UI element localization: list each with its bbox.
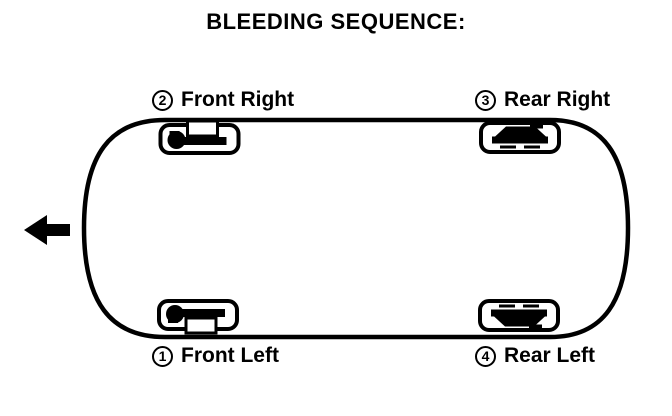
label-front-right: 2 Front Right (152, 88, 294, 112)
label-rear-right: 3 Rear Right (475, 88, 610, 112)
label-front-left: 1 Front Left (152, 344, 279, 368)
page-title: BLEEDING SEQUENCE: (206, 9, 466, 34)
rear-left-bleeder-icon (478, 299, 560, 332)
sequence-number-rear-right: 3 (475, 89, 496, 111)
rear-right-bleeder-icon (479, 121, 561, 154)
label-front-right-text: Front Right (181, 88, 295, 111)
label-rear-left: 4 Rear Left (475, 344, 595, 368)
label-rear-left-text: Rear Left (504, 344, 596, 367)
label-rear-right-text: Rear Right (504, 88, 611, 111)
front-left-bleeder-icon (157, 299, 239, 335)
car-body-outline (81, 117, 631, 340)
sequence-number-front-left: 1 (152, 345, 173, 367)
sequence-number-front-right: 2 (152, 89, 173, 111)
front-right-bleeder-icon (158, 119, 241, 155)
sequence-number-rear-left: 4 (475, 345, 496, 367)
front-direction-arrow-icon (24, 215, 70, 245)
label-front-left-text: Front Left (181, 344, 279, 367)
